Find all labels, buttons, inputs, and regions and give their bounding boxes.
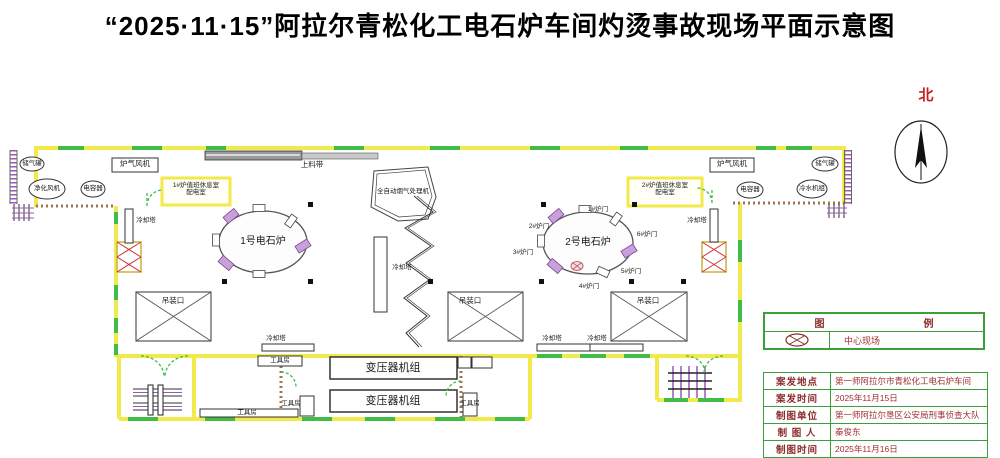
legend-header: 图 例 xyxy=(765,314,983,332)
red-hatch-cabinet-right xyxy=(701,241,727,273)
page-title: “2025·11·15”阿拉尔青松化工电石炉车间灼烫事故现场平面示意图 xyxy=(104,11,896,41)
furnace-door-1-label: 1#炉门 xyxy=(587,206,609,213)
north-arrow-compass xyxy=(894,120,948,184)
hoist-opening-3-label: 吊装口 xyxy=(636,296,660,305)
info-table: 案发地点 第一师阿拉尔市青松化工电石炉车间 案发时间 2025年11月15日 制… xyxy=(763,372,988,458)
grid-hatch-top-right xyxy=(827,204,847,218)
furnace-door-2-label: 2#炉门 xyxy=(528,223,550,230)
center-scene-symbol-cell xyxy=(765,332,830,348)
furnace-1-label: 1号电石炉 xyxy=(240,236,286,247)
circle-x-icon xyxy=(785,333,809,347)
info-row-location: 案发地点 第一师阿拉尔市青松化工电石炉车间 xyxy=(763,372,988,390)
furnace-door-6-label: 6#炉门 xyxy=(636,231,658,238)
furnace-door-4-label: 4#炉门 xyxy=(578,283,600,290)
tool-room-2-label: 工具房 xyxy=(281,400,301,407)
ladder-hatch-left xyxy=(9,150,18,204)
center-scene-marker xyxy=(570,261,584,271)
furnace-1 xyxy=(212,204,312,278)
tool-room-4-label: 工具房 xyxy=(237,409,257,416)
legend-table: 图 例 中心现场 xyxy=(763,312,985,350)
auto-machine-label: 全自动烟气处理机 xyxy=(377,188,429,195)
cooling-tower-1-label: 冷却塔 xyxy=(136,217,156,224)
tool-room-3-label: 工具房 xyxy=(460,400,480,407)
north-label: 北 xyxy=(918,87,934,104)
hoist-opening-2-label: 吊装口 xyxy=(458,296,482,305)
furnace-door-3-label: 3#炉门 xyxy=(512,249,534,256)
right-capacitor-label: 电容器 xyxy=(740,186,760,193)
grid-hatch-bottom-left xyxy=(133,384,182,416)
right-gas-tank-label: 储气罐 xyxy=(815,160,835,167)
grid-hatch-top-left xyxy=(12,204,34,221)
grid-hatch-bottom-right xyxy=(668,366,712,398)
info-row-drawing-unit: 制图单位 第一师阿拉尔垦区公安局刑事侦查大队 xyxy=(763,406,988,424)
furnace-door-5-label: 5#炉门 xyxy=(620,268,642,275)
column-markers xyxy=(222,202,686,284)
duty-room-walls xyxy=(160,176,704,208)
info-row-drafter: 制 图 人 秦俊东 xyxy=(763,423,988,441)
cooling-tower-6-label: 冷却塔 xyxy=(687,217,707,224)
duty-room-1-label: 1#炉值班休息室 配电室 xyxy=(172,182,220,197)
furnace-2 xyxy=(537,205,638,279)
conveyor-label: 上料带 xyxy=(300,160,324,169)
info-row-incident-time: 案发时间 2025年11月15日 xyxy=(763,389,988,407)
legend-item-label: 中心现场 xyxy=(844,335,881,346)
door-swings xyxy=(140,187,724,397)
auto-machine-enclosure xyxy=(370,166,437,222)
green-window-segments xyxy=(58,146,812,421)
tool-room-shapes xyxy=(199,355,493,418)
cooling-tower-shapes xyxy=(124,208,719,352)
hoist-opening-1-label: 吊装口 xyxy=(161,296,185,305)
cooling-tower-5-label: 冷却塔 xyxy=(587,335,607,342)
left-gas-tank-label: 储气罐 xyxy=(22,160,42,167)
red-hatch-cabinet-left xyxy=(116,241,142,273)
transformer-boxes xyxy=(329,356,458,413)
cooling-tower-3-label: 冷却塔 xyxy=(266,335,286,342)
left-capacitor-label: 电容器 xyxy=(83,185,103,192)
furnace-2-label: 2号电石炉 xyxy=(565,237,611,248)
right-chiller-label: 冷水机组 xyxy=(799,185,825,192)
legend-header-right: 例 xyxy=(923,319,934,330)
legend-row: 中心现场 xyxy=(765,332,983,348)
cooling-tower-4-label: 冷却塔 xyxy=(542,335,562,342)
cooling-tower-2-label: 冷却塔 xyxy=(392,264,412,271)
tool-room-1-label: 工具房 xyxy=(270,357,290,364)
zigzag-duct xyxy=(403,195,437,348)
hoist-opening-boxes xyxy=(135,291,688,342)
duty-room-2-label: 2#炉值班休息室 配电室 xyxy=(641,182,689,197)
conveyor-belt xyxy=(204,150,379,161)
transformer-2-label: 变压器机组 xyxy=(365,395,421,407)
legend-header-left: 图 xyxy=(814,319,825,330)
left-fan-label: 炉气风机 xyxy=(120,159,150,168)
ladder-hatch-right xyxy=(844,150,852,204)
right-fan-label: 炉气风机 xyxy=(717,159,747,168)
wing-equipment-shapes xyxy=(19,156,839,200)
left-purify-fan-label: 净化风机 xyxy=(34,185,60,192)
info-row-drawing-time: 制图时间 2025年11月16日 xyxy=(763,440,988,458)
transformer-1-label: 变压器机组 xyxy=(365,362,421,374)
